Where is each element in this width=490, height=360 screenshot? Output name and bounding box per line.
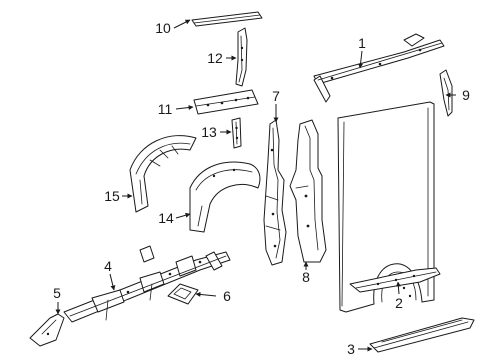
part-8-pillar-outer-panel[interactable] <box>289 119 327 263</box>
leader-4 <box>109 273 116 291</box>
leader-10 <box>173 19 191 29</box>
part-15-inner-wheelhouse[interactable] <box>129 135 197 213</box>
callout-15: 15 <box>104 188 120 204</box>
callout-5: 5 <box>53 285 61 301</box>
part-10-roof-rail-strip[interactable] <box>191 11 263 27</box>
callout-11: 11 <box>158 101 173 117</box>
callout-4: 4 <box>104 258 112 274</box>
callout-1: 1 <box>358 35 366 51</box>
callout-2: 2 <box>395 295 403 311</box>
part-14-outer-wheelhouse[interactable] <box>189 161 261 233</box>
part-6-bracket-plate[interactable] <box>167 283 199 305</box>
leader-11 <box>175 105 194 111</box>
callout-6: 6 <box>223 288 231 304</box>
callout-13: 13 <box>201 124 217 140</box>
part-12-pillar-bracket[interactable] <box>235 27 248 87</box>
part-1-roof-rail[interactable] <box>313 33 445 103</box>
callout-10: 10 <box>155 20 171 36</box>
callout-3: 3 <box>347 341 355 357</box>
leader-6 <box>195 291 217 297</box>
side-body-panel[interactable] <box>337 101 435 313</box>
part-11-rail-reinforcement[interactable] <box>193 89 259 115</box>
callout-14: 14 <box>158 210 174 226</box>
leader-14 <box>175 212 191 219</box>
callout-labels: 10 12 11 13 7 8 1 9 2 3 15 14 4 5 6 <box>53 20 470 357</box>
part-5-corner-bracket[interactable] <box>29 313 65 347</box>
callout-8: 8 <box>302 269 310 285</box>
part-4-floor-crossmember[interactable] <box>63 245 231 323</box>
leader-2 <box>395 281 401 295</box>
part-2-sill-upper[interactable] <box>349 267 441 293</box>
callout-leaders <box>55 19 456 352</box>
part-13-small-bracket[interactable] <box>231 117 242 149</box>
part-9-rear-pillar[interactable] <box>439 69 453 117</box>
part-3-sill-lower[interactable] <box>369 317 475 353</box>
callout-9: 9 <box>462 87 470 103</box>
callout-7: 7 <box>272 88 280 104</box>
part-7-pillar-inner-panel[interactable] <box>263 119 287 266</box>
callout-12: 12 <box>207 50 223 66</box>
leader-1 <box>358 50 364 69</box>
